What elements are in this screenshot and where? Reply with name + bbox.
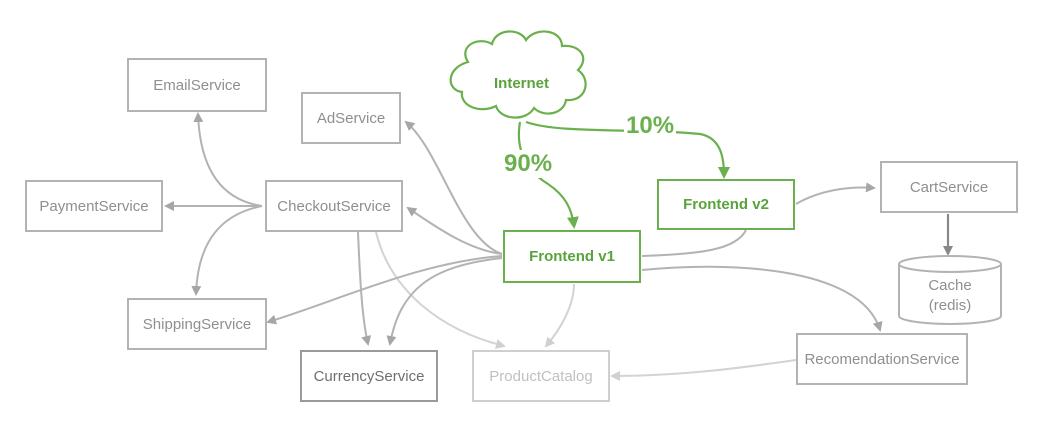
edge-checkout-to-catalog <box>375 231 506 349</box>
cache-node[interactable]: Cache (redis) <box>899 276 1001 316</box>
internet-label: Internet <box>494 75 550 92</box>
cache-subtitle: (redis) <box>928 297 972 314</box>
product-catalog-node[interactable]: ProductCatalog <box>472 350 610 402</box>
traffic-share-v1-label: 90% <box>502 150 555 178</box>
edge-frontend-v1-to-recommendation <box>641 265 883 332</box>
cache-title: Cache <box>928 277 972 294</box>
edge-frontend-v1-to-ad <box>404 120 503 255</box>
edge-recommendation-to-catalog <box>610 359 797 381</box>
edge-checkout-to-email <box>193 112 263 207</box>
edge-frontend-v2-to-cart <box>795 182 876 205</box>
edge-frontend-v2-to-frontend-v1 <box>641 229 747 257</box>
payment-service-node[interactable]: PaymentService <box>25 180 163 232</box>
internet-cloud-icon <box>449 30 587 119</box>
edge-frontend-v1-to-catalog <box>544 283 575 348</box>
edge-internet-to-frontend-v1 <box>517 121 579 229</box>
edge-frontend-v1-to-checkout <box>406 206 503 255</box>
edge-checkout-to-shipping <box>191 205 263 296</box>
cart-service-node[interactable]: CartService <box>880 161 1018 213</box>
frontend-v2-node[interactable]: Frontend v2 <box>657 179 795 230</box>
email-service-node[interactable]: EmailService <box>127 58 267 112</box>
cache-cylinder-icon <box>898 255 1002 325</box>
ad-service-node[interactable]: AdService <box>301 92 401 144</box>
edge-checkout-to-currency <box>357 231 372 346</box>
traffic-share-v2-label: 10% <box>624 112 677 140</box>
recommendation-service-node[interactable]: RecomendationService <box>796 333 968 385</box>
shipping-service-node[interactable]: ShippingService <box>127 298 267 350</box>
checkout-service-node[interactable]: CheckoutService <box>265 180 403 232</box>
edge-frontend-v1-to-shipping <box>266 255 503 325</box>
frontend-v1-node[interactable]: Frontend v1 <box>503 230 641 283</box>
edge-frontend-v1-to-currency <box>386 257 503 346</box>
currency-service-node[interactable]: CurrencyService <box>300 350 438 402</box>
